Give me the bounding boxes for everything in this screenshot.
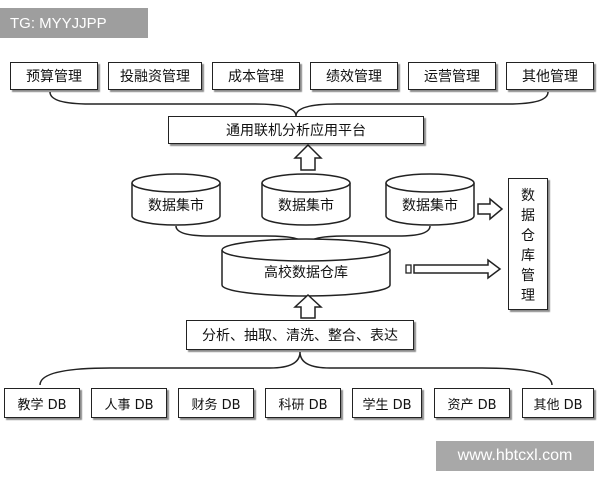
data-mart-label-1: 数据集市 [148,198,204,214]
data-mart-label-2: 数据集市 [278,198,334,214]
sources-brace [39,351,553,386]
modules-brace [49,91,549,117]
olap-platform: 通用联机分析应用平台 [168,116,424,144]
data-mart-label-3: 数据集市 [402,198,458,214]
source-db-other: 其他 DB [522,388,594,418]
arrow-up-marts [293,143,323,171]
arrow-right-warehouse [413,258,502,280]
data-mart-cylinder-2 [261,173,351,226]
warehouse-management-box: 数 据 仓 库 管 理 [508,178,548,310]
watermark-top-left: TG: MYYJJPP [0,8,148,38]
module-other: 其他管理 [506,62,594,90]
data-mart-cylinder-1 [131,173,221,226]
source-db-assets: 资产 DB [434,388,510,418]
warehouse-mgmt-char-3: 仓 [521,228,535,244]
module-operations: 运营管理 [408,62,496,90]
source-db-teaching: 教学 DB [4,388,80,418]
warehouse-cylinder [221,238,391,297]
warehouse-mgmt-char-4: 库 [521,248,535,264]
module-budget: 预算管理 [10,62,98,90]
watermark-bottom-right: www.hbtcxl.com [436,441,594,471]
warehouse-mgmt-char-1: 数 [521,188,535,204]
arrow-tail-small [405,264,412,274]
warehouse-mgmt-char-5: 管 [521,268,535,284]
module-performance: 绩效管理 [310,62,398,90]
data-mart-cylinder-3 [385,173,475,226]
warehouse-mgmt-char-2: 据 [521,208,535,224]
module-cost: 成本管理 [212,62,300,90]
arrow-right-marts [477,197,504,221]
source-db-student: 学生 DB [352,388,422,418]
module-investment: 投融资管理 [108,62,202,90]
etl-process-box: 分析、抽取、清洗、整合、表达 [186,320,414,350]
source-db-research: 科研 DB [265,388,341,418]
source-db-finance: 财务 DB [178,388,254,418]
warehouse-label: 高校数据仓库 [264,265,348,281]
source-db-hr: 人事 DB [91,388,167,418]
arrow-up-etl [293,293,323,319]
warehouse-mgmt-char-6: 理 [521,288,535,304]
